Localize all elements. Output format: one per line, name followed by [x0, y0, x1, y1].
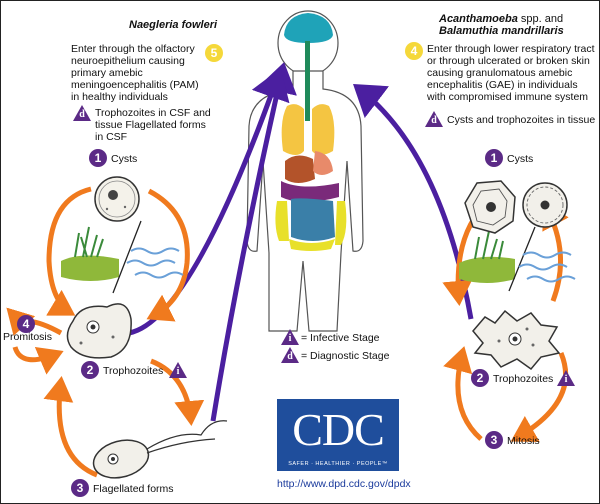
step-5-badge: 5: [205, 44, 223, 62]
step-4-badge: 4: [405, 42, 423, 60]
left-cysts-step-badge: 1: [89, 149, 107, 167]
acanthamoeba-title: Acanthamoeba spp. and Balamuthia mandril…: [439, 13, 599, 37]
left-cycle-arrows: [6, 186, 205, 478]
acanthamoeba-diagnostic-text: Cysts and trophozoites in tissue: [447, 114, 596, 126]
flagellated-step-badge: 3: [71, 479, 89, 497]
infective-badge-letter-right: i: [564, 374, 568, 385]
left-environment-illustration: [61, 220, 184, 294]
promitosis-step-badge: 4: [17, 315, 35, 333]
right-cysts-label: Cysts: [507, 153, 534, 165]
acanthamoeba-name: Acanthamoeba: [439, 13, 518, 25]
diagnostic-stage-badge-left: d: [73, 105, 91, 121]
infective-stage-badge-right: i: [557, 370, 575, 386]
naegleria-title: Naegleria fowleri: [129, 19, 218, 31]
legend-infective-icon: i: [281, 329, 299, 345]
diagnostic-badge-letter: d: [79, 109, 85, 120]
infective-stage-badge-left: i: [169, 362, 187, 378]
naegleria-cyst-illustration: [94, 176, 140, 222]
legend-infective-label: = Infective Stage: [301, 332, 380, 344]
acanthamoeba-cysts-illustration: [464, 180, 568, 234]
right-cysts-step-badge: 1: [485, 149, 503, 167]
flagellated-label: Flagellated forms: [93, 483, 174, 495]
acanthamoeba-entry-text: Enter through lower respiratory tract or…: [427, 43, 595, 103]
acanthamoeba-spp: spp. and: [517, 13, 564, 25]
left-cysts-label: Cysts: [111, 153, 138, 165]
naegleria-flagellate-illustration: [92, 420, 228, 479]
right-environment-illustration: [459, 226, 576, 292]
mitosis-label: Mitosis: [507, 435, 540, 447]
infective-badge-letter: i: [176, 366, 180, 377]
left-trophozoites-step-badge: 2: [81, 361, 99, 379]
naegleria-entry-text: Enter through the olfactory neuroepithel…: [71, 43, 199, 103]
right-trophozoites-label: Trophozoites: [493, 373, 554, 385]
human-body-figure: [246, 10, 364, 332]
cdc-logo-tagline: SAFER · HEALTHIER · PEOPLE™: [288, 461, 388, 467]
balamuthia-name: Balamuthia mandrillaris: [439, 25, 564, 37]
promitosis-label: Promitosis: [3, 331, 53, 343]
legend-diagnostic-letter: d: [287, 351, 293, 362]
cdc-logo: CDC SAFER · HEALTHIER · PEOPLE™: [277, 399, 399, 471]
right-trophozoites-step-badge: 2: [471, 369, 489, 387]
naegleria-diagnostic-text: Trophozoites in CSF and tissue Flagellat…: [95, 107, 211, 143]
legend-diagnostic-label: = Diagnostic Stage: [301, 350, 390, 362]
mitosis-step-badge: 3: [485, 431, 503, 449]
left-trophozoites-label: Trophozoites: [103, 365, 164, 377]
naegleria-trophozoite-illustration: [66, 303, 132, 359]
legend-infective-letter: i: [288, 333, 292, 344]
source-url[interactable]: http://www.dpd.cdc.gov/dpdx: [277, 478, 411, 490]
legend-diagnostic-icon: d: [281, 347, 299, 363]
diagnostic-stage-badge-right: d: [425, 111, 443, 127]
diagnostic-badge-letter-right: d: [431, 115, 437, 126]
cdc-logo-text: CDC: [292, 404, 385, 455]
acanthamoeba-trophozoite-illustration: [472, 309, 561, 371]
